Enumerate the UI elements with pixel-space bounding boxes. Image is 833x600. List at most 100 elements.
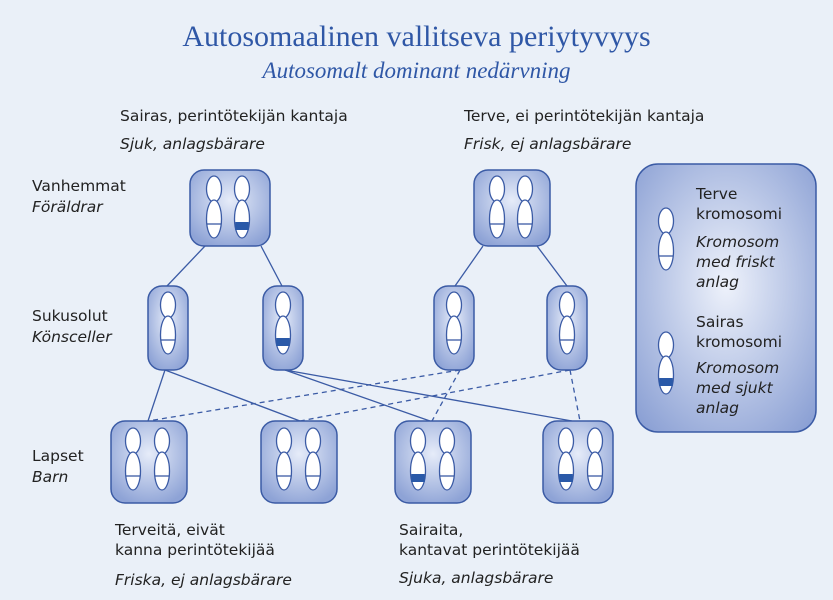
legend-sick-fi-1: Sairas [696, 313, 744, 331]
disease-band [411, 474, 425, 482]
chromosome-upper-arm [438, 427, 456, 455]
healthy-chromosome [153, 427, 171, 491]
chromosome-upper-arm [516, 175, 534, 203]
legend-healthy-fi-2: kromosomi [696, 205, 783, 223]
chromosome-upper-arm [409, 427, 427, 455]
chromosome-upper-arm [657, 331, 675, 359]
line-gamete2-child3 [284, 369, 431, 422]
line-gamete1-child1 [147, 369, 166, 422]
disease-band [659, 378, 673, 386]
chromosome-upper-arm [557, 427, 575, 455]
parent-right-label-fi: Terve, ei perintötekijän kantaja [464, 107, 705, 125]
legend-healthy-fi-1: Terve [696, 185, 738, 203]
legend-healthy-sv-3: anlag [696, 273, 739, 291]
chromosome-lower-arm [657, 231, 675, 271]
line-gamete3-child3 [431, 369, 461, 422]
page-title: Autosomaalinen vallitseva periytyvyys [182, 20, 651, 53]
legend-sick-sv-3: anlag [696, 399, 739, 417]
chromosome-lower-arm [233, 199, 251, 239]
healthy-chromosome [586, 427, 604, 491]
chromosome-lower-arm [516, 199, 534, 239]
sick-chromosome [233, 175, 251, 239]
chromosome-lower-arm [558, 315, 576, 355]
chromosome-lower-arm [159, 315, 177, 355]
cells [110, 169, 675, 504]
chromosome-upper-arm [275, 427, 293, 455]
chromosome-upper-arm [205, 175, 223, 203]
legend-healthy-sv-2: med friskt [696, 253, 775, 271]
chromosome-upper-arm [558, 291, 576, 319]
line-gamete2-child4 [284, 369, 573, 422]
parent-left-label-sv: Sjuk, anlagsbärare [120, 135, 265, 153]
line-parent2-gamete3 [454, 245, 484, 287]
parent-cell-healthy [473, 169, 551, 247]
chromosome-upper-arm [304, 427, 322, 455]
healthy-chromosome [304, 427, 322, 491]
chromosome-lower-arm [557, 451, 575, 491]
chromosome-upper-arm [445, 291, 463, 319]
line-parent1-gamete1 [166, 245, 206, 287]
chromosome-upper-arm [124, 427, 142, 455]
gamete-cell-2 [262, 285, 304, 371]
gamete-cell-1 [147, 285, 189, 371]
cell-box [473, 169, 551, 247]
row-label-gametes-sv: Könsceller [32, 328, 112, 346]
chromosome-upper-arm [586, 427, 604, 455]
parent-left-label-fi: Sairas, perintötekijän kantaja [120, 107, 348, 125]
line-gamete4-child2 [299, 369, 571, 422]
chromosome-upper-arm [159, 291, 177, 319]
line-parent2-gamete4 [536, 245, 568, 287]
chromosome-lower-arm [438, 451, 456, 491]
chromosome-upper-arm [153, 427, 171, 455]
outcome-sick-sv: Sjuka, anlagsbärare [399, 569, 554, 587]
chromosome-lower-arm [205, 199, 223, 239]
inheritance-lines [147, 245, 581, 422]
disease-band [235, 222, 249, 230]
sick-chromosome [409, 427, 427, 491]
parent-right-label-sv: Frisk, ej anlagsbärare [464, 135, 632, 153]
chromosome-lower-arm [488, 199, 506, 239]
cell-box [542, 420, 614, 504]
chromosome-lower-arm [153, 451, 171, 491]
chromosome-lower-arm [275, 451, 293, 491]
sick-chromosome [557, 427, 575, 491]
legend-sick-sv-1: Kromosom [696, 359, 780, 377]
line-gamete1-child2 [164, 369, 301, 422]
cell-box [189, 169, 271, 247]
chromosome-lower-arm [657, 355, 675, 395]
sick-chromosome [274, 291, 292, 355]
cell-box [394, 420, 472, 504]
cell-box [260, 420, 338, 504]
legend-sick-chromosome-icon [657, 331, 675, 395]
outcome-sick-fi-1: Sairaita, [399, 521, 464, 539]
chromosome-lower-arm [274, 315, 292, 355]
outcome-healthy-fi-2: kanna perintötekijää [115, 541, 275, 559]
cell-box [110, 420, 188, 504]
row-label-children-sv: Barn [32, 468, 69, 486]
legend-box [635, 163, 817, 433]
chromosome-upper-arm [488, 175, 506, 203]
healthy-chromosome [124, 427, 142, 491]
healthy-chromosome [445, 291, 463, 355]
legend-sick-sv-2: med sjukt [696, 379, 773, 397]
chromosome-lower-arm [124, 451, 142, 491]
chromosome-lower-arm [445, 315, 463, 355]
row-label-parents-fi: Vanhemmat [32, 177, 126, 195]
healthy-chromosome [159, 291, 177, 355]
child-cell-3 [394, 420, 472, 504]
chromosome-lower-arm [304, 451, 322, 491]
page-subtitle: Autosomalt dominant nedärvning [262, 58, 571, 83]
child-cell-4 [542, 420, 614, 504]
row-label-children-fi: Lapset [32, 447, 84, 465]
chromosome-upper-arm [233, 175, 251, 203]
line-gamete3-child1 [147, 369, 461, 422]
legend-healthy-chromosome-icon [657, 207, 675, 271]
healthy-chromosome [438, 427, 456, 491]
disease-band [559, 474, 573, 482]
disease-band [276, 338, 290, 346]
healthy-chromosome [516, 175, 534, 239]
chromosome-lower-arm [586, 451, 604, 491]
gamete-cell-3 [433, 285, 475, 371]
